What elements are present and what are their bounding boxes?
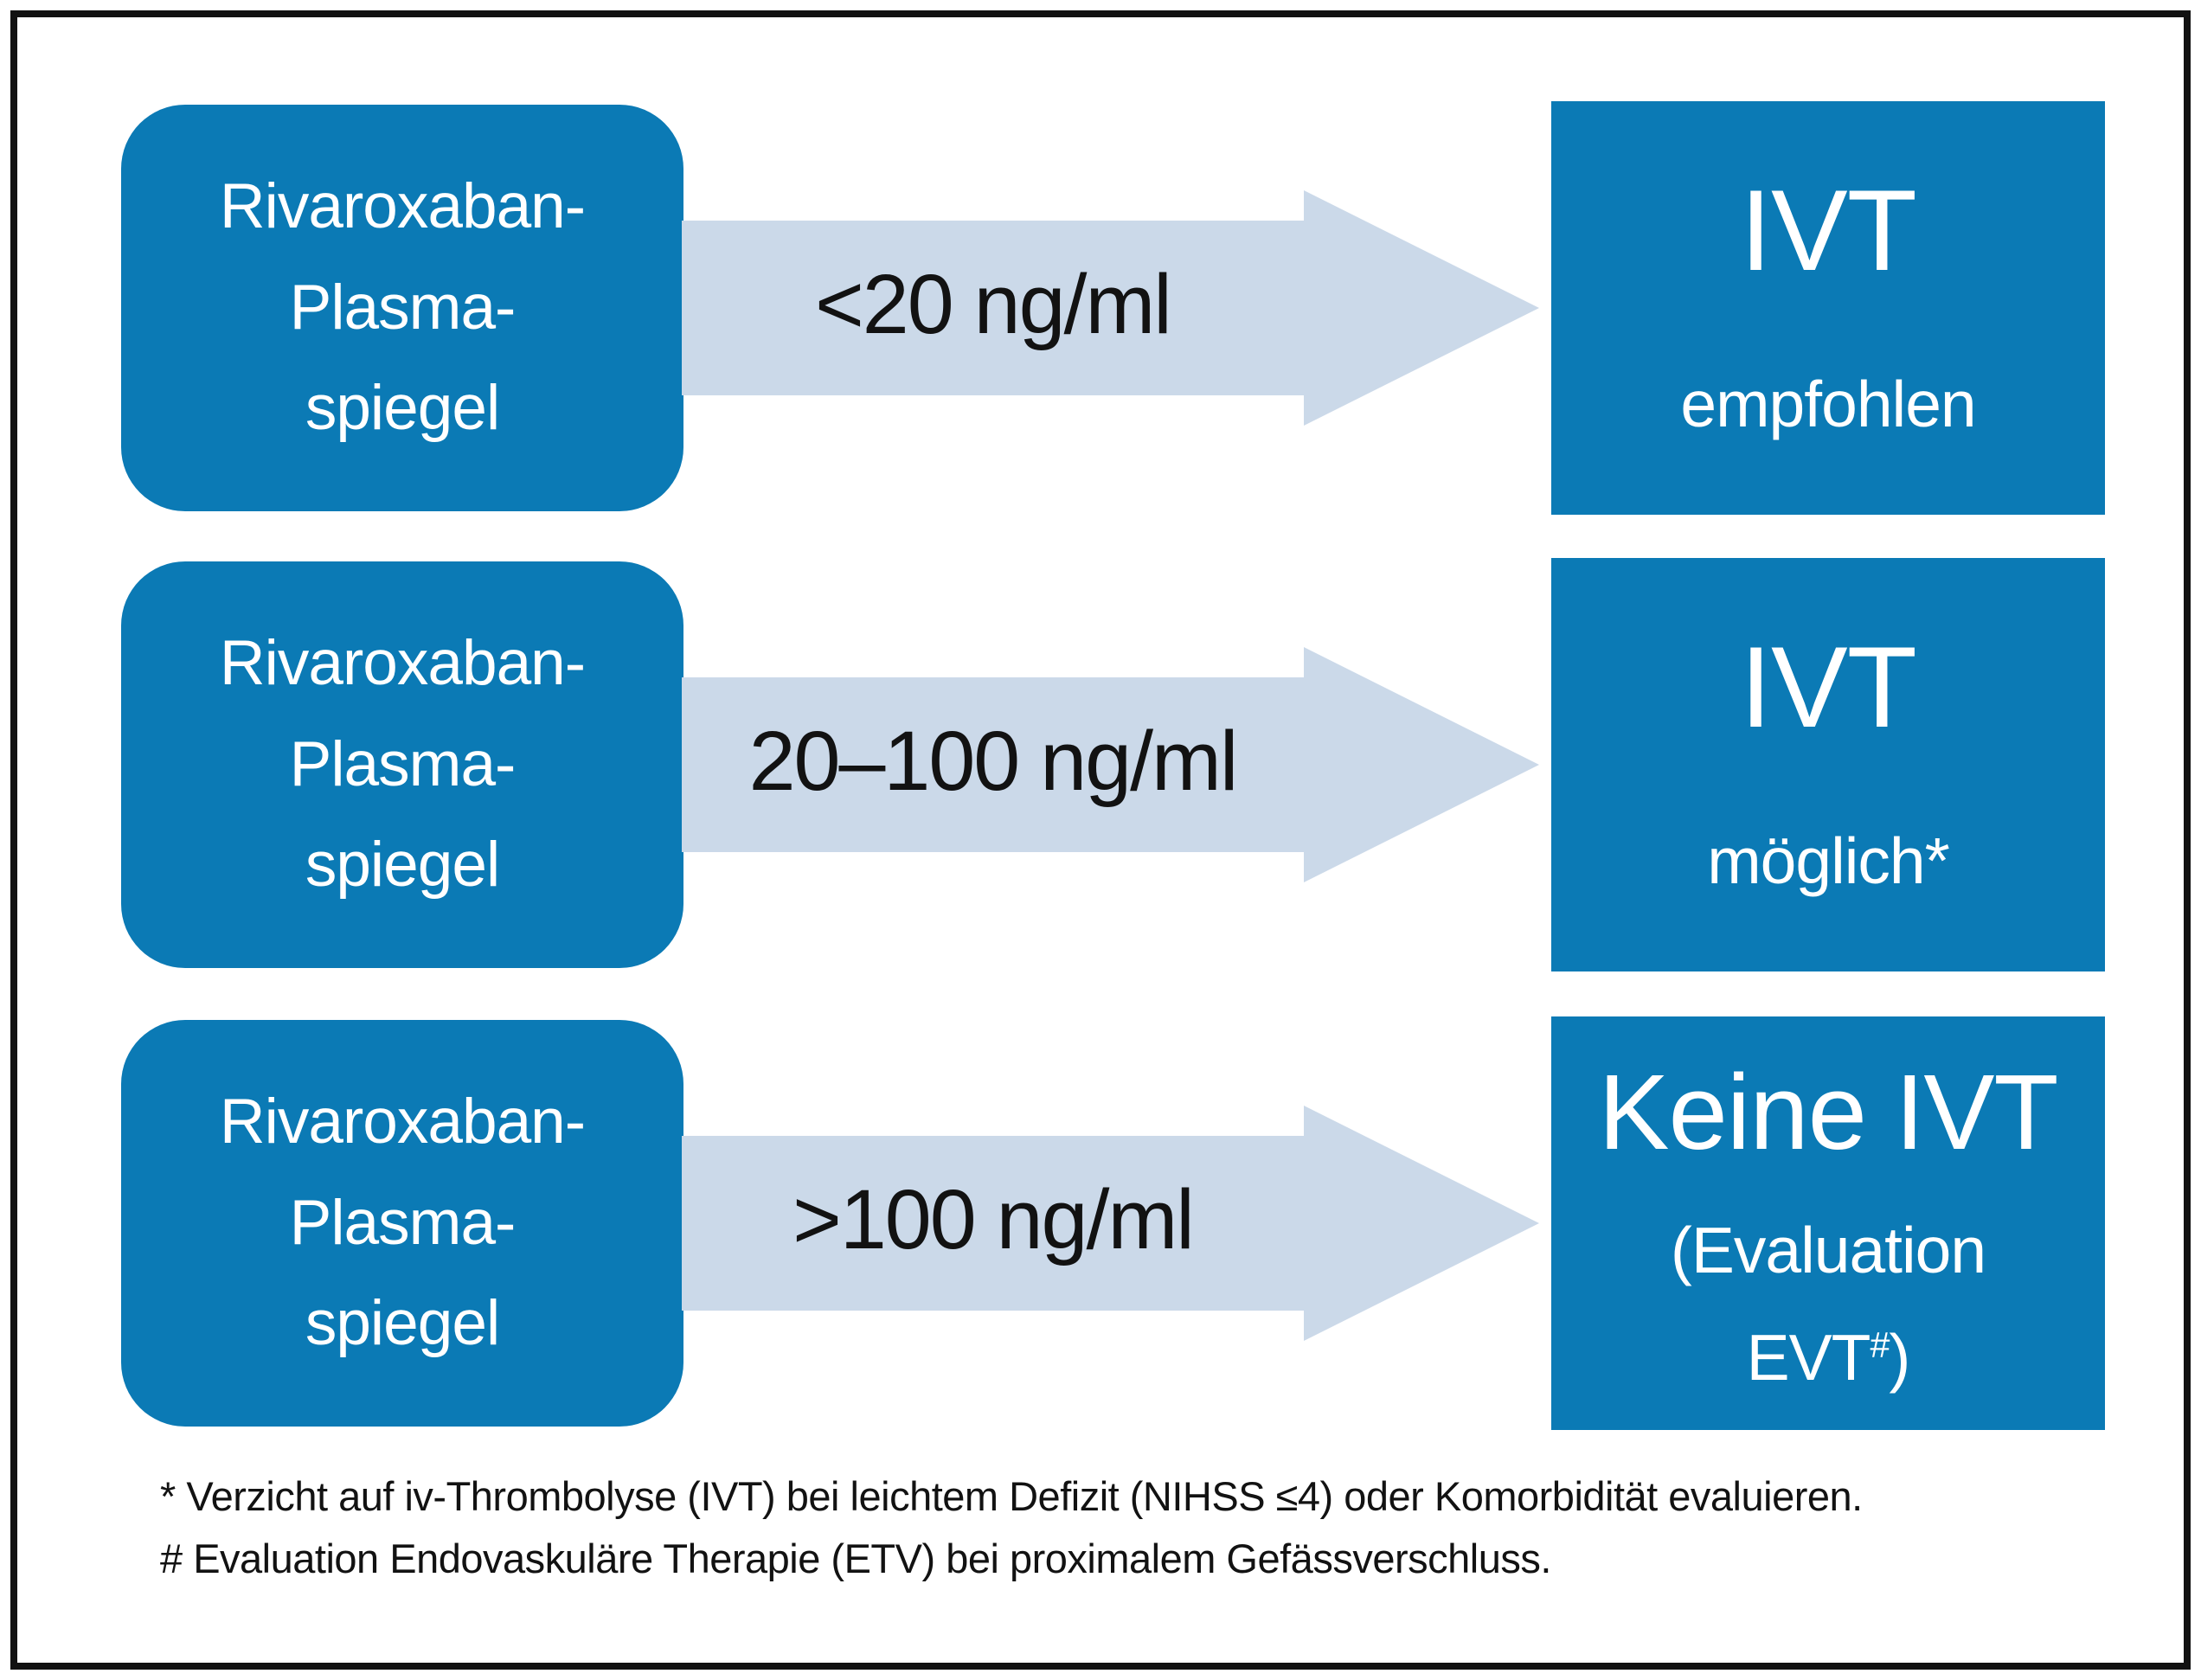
threshold-arrow-2: 20–100 ng/ml xyxy=(682,558,1539,971)
result-subtitle: möglich* xyxy=(1707,824,1950,897)
threshold-label-1: <20 ng/ml xyxy=(815,257,1172,351)
source-line: spiegel xyxy=(305,830,500,901)
source-line: Plasma- xyxy=(289,272,517,343)
source-box-rivaroxaban-3: Rivaroxaban- Plasma- spiegel xyxy=(121,1020,683,1427)
source-box-rivaroxaban-1: Rivaroxaban- Plasma- spiegel xyxy=(121,105,683,511)
source-line: Rivaroxaban- xyxy=(219,170,586,241)
footnote-asterisk: * Verzicht auf iv-Thrombolyse (IVT) bei … xyxy=(160,1473,1863,1519)
threshold-label-2: 20–100 ng/ml xyxy=(748,714,1239,808)
arrow-head-icon xyxy=(1304,647,1539,882)
evt-close-paren: ) xyxy=(1889,1320,1910,1394)
result-box-ivt-moeglich: IVT möglich* xyxy=(1551,558,2105,971)
flow-row-1: Rivaroxaban- Plasma- spiegel <20 ng/ml I… xyxy=(121,101,2105,515)
result-title: IVT xyxy=(1740,623,1917,752)
footnotes: * Verzicht auf iv-Thrombolyse (IVT) bei … xyxy=(160,1465,2097,1591)
threshold-arrow-1: <20 ng/ml xyxy=(682,101,1539,515)
threshold-arrow-3: >100 ng/ml xyxy=(682,1016,1539,1430)
arrow-head-icon xyxy=(1304,190,1539,426)
source-line: Plasma- xyxy=(289,728,517,799)
arrow-head-icon xyxy=(1304,1106,1539,1341)
evt-superscript: # xyxy=(1870,1324,1890,1365)
source-line: spiegel xyxy=(305,1288,500,1359)
flow-row-2: Rivaroxaban- Plasma- spiegel 20–100 ng/m… xyxy=(121,558,2105,971)
arrow-body-1: <20 ng/ml xyxy=(682,221,1304,395)
flow-row-3: Rivaroxaban- Plasma- spiegel >100 ng/ml … xyxy=(121,1016,2105,1430)
result-title: IVT xyxy=(1740,166,1917,295)
arrow-body-3: >100 ng/ml xyxy=(682,1136,1304,1311)
threshold-label-3: >100 ng/ml xyxy=(792,1172,1195,1266)
source-line: spiegel xyxy=(305,373,500,444)
result-box-ivt-empfohlen: IVT empfohlen xyxy=(1551,101,2105,515)
arrow-body-2: 20–100 ng/ml xyxy=(682,677,1304,852)
result-subtitle: empfohlen xyxy=(1680,367,1976,440)
result-subtitle-line2: EVT#) xyxy=(1746,1318,1911,1396)
result-title: Keine IVT xyxy=(1598,1053,2058,1172)
source-line: Plasma- xyxy=(289,1187,517,1258)
evt-text: EVT xyxy=(1746,1320,1871,1394)
source-line: Rivaroxaban- xyxy=(219,627,586,698)
source-line: Rivaroxaban- xyxy=(219,1086,586,1157)
source-box-rivaroxaban-2: Rivaroxaban- Plasma- spiegel xyxy=(121,561,683,968)
result-box-keine-ivt: Keine IVT (Evaluation EVT#) xyxy=(1551,1016,2105,1430)
footnote-hash: # Evaluation Endovaskuläre Therapie (ETV… xyxy=(160,1536,1551,1582)
result-subtitle-line1: (Evaluation xyxy=(1670,1213,1986,1286)
